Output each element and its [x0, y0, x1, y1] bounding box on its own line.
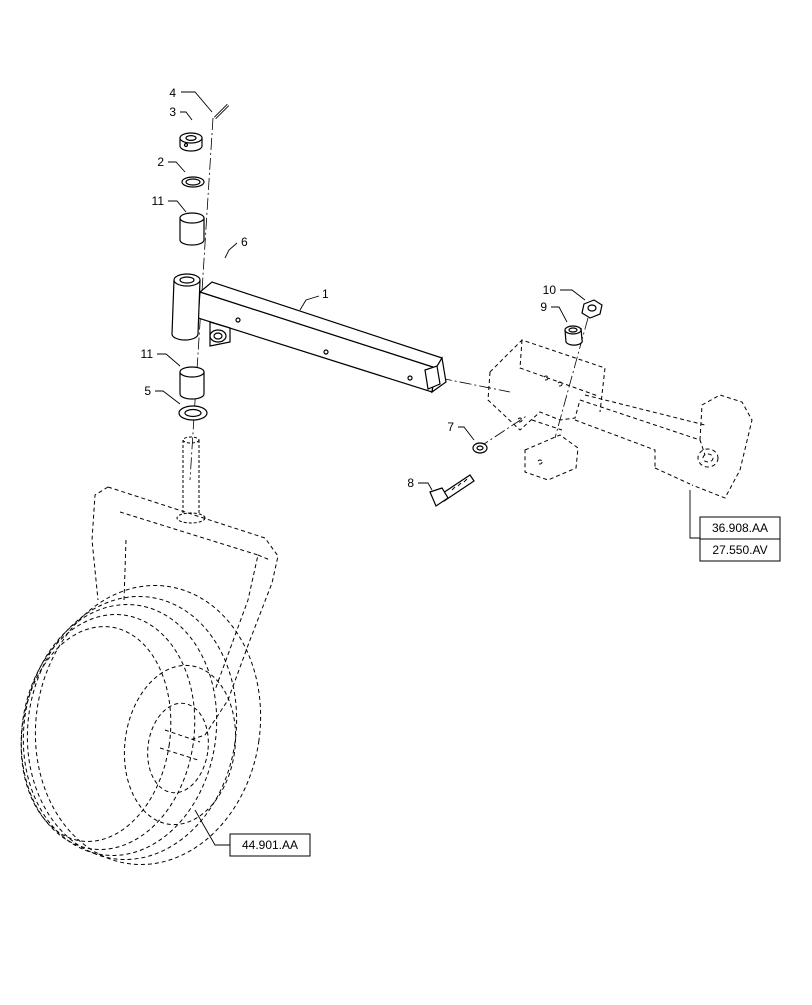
callout-1: 1 — [322, 287, 329, 301]
spacer-part — [564, 325, 583, 346]
upper-bolt-centerline — [554, 317, 589, 439]
collar-part — [179, 132, 203, 152]
wheel-fork-phantom — [91, 436, 279, 741]
callout-11-upper: 11 — [152, 194, 165, 208]
callout-6: 6 — [241, 235, 248, 249]
lock-washer-part — [472, 442, 488, 454]
reference-box-group-frame[interactable]: 36.908.AA 27.550.AV — [699, 516, 781, 562]
callout-8: 8 — [407, 476, 414, 490]
upper-bushing-part — [179, 212, 205, 246]
callout-10: 10 — [543, 283, 557, 297]
callout-4: 4 — [169, 86, 176, 100]
callout-9: 9 — [540, 300, 547, 314]
callout-labels: 4 3 2 11 6 1 11 5 10 9 7 8 — [141, 86, 557, 490]
callout-leaders — [155, 91, 700, 846]
pin-part — [213, 103, 230, 120]
tube-centerline — [439, 377, 511, 393]
reference-36-908-aa[interactable]: 36.908.AA — [712, 521, 768, 535]
wheel-tire-phantom — [20, 584, 262, 866]
frame-bracket-phantom — [487, 339, 753, 499]
reference-44-901-aa[interactable]: 44.901.AA — [242, 838, 298, 852]
callout-2: 2 — [157, 155, 164, 169]
bolt-part — [429, 474, 475, 507]
lower-bolt-centerline — [477, 414, 529, 449]
lower-bushing-part — [179, 366, 205, 400]
nut-part — [581, 299, 603, 319]
washer-part — [178, 405, 208, 421]
arm-part — [171, 273, 447, 394]
callout-11-lower: 11 — [141, 347, 154, 361]
callout-3: 3 — [169, 105, 176, 119]
reference-box-wheel[interactable]: 44.901.AA — [229, 833, 311, 857]
callout-5: 5 — [144, 384, 151, 398]
callout-7: 7 — [447, 420, 454, 434]
ring-part — [181, 176, 205, 188]
reference-27-550-av[interactable]: 27.550.AV — [712, 543, 767, 557]
